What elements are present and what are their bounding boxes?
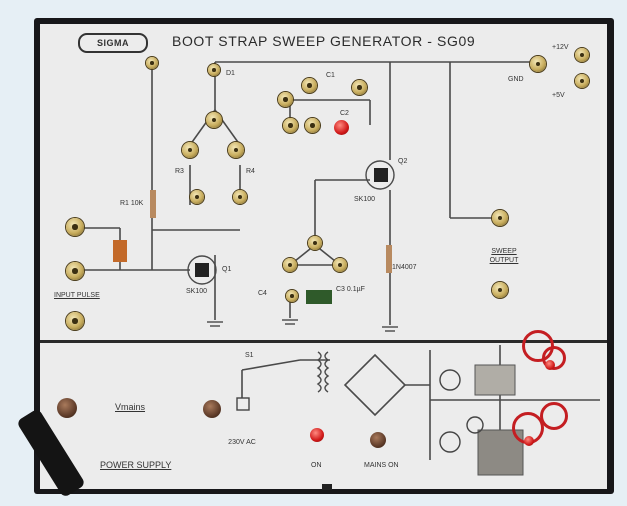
fuse-clip <box>540 402 568 430</box>
sweep-output-label: SWEEP OUTPUT <box>489 248 519 264</box>
sweep-ground-terminal[interactable] <box>492 282 508 298</box>
ac-input-label: 230V AC <box>228 439 256 446</box>
terminal-post[interactable] <box>233 190 247 204</box>
terminal-post[interactable] <box>182 142 198 158</box>
mains-on-indicator <box>370 432 386 448</box>
status-led <box>545 360 555 370</box>
terminal-post[interactable] <box>302 78 317 93</box>
terminal-post[interactable] <box>286 290 298 302</box>
ground-terminal-post[interactable] <box>66 312 84 330</box>
input-pulse-label: INPUT PULSE <box>54 292 100 299</box>
trainer-panel <box>40 24 607 489</box>
power-on-switch[interactable] <box>310 428 324 442</box>
power-section-divider <box>40 340 607 343</box>
gnd-label: GND <box>508 76 524 83</box>
terminal-post[interactable] <box>208 64 220 76</box>
mains-on-label: MAINS ON <box>364 462 399 469</box>
led-indicator <box>334 120 349 135</box>
mains-jack-left[interactable] <box>57 398 77 418</box>
supply-terminal-post[interactable] <box>530 56 546 72</box>
board-title: BOOT STRAP SWEEP GENERATOR - SG09 <box>172 33 476 49</box>
status-led <box>524 436 534 446</box>
resistor-r3-label: R3 <box>175 168 184 175</box>
terminal-post[interactable] <box>283 118 298 133</box>
supply-terminal-post[interactable] <box>575 74 589 88</box>
diode-d1-label: D1 <box>226 70 235 77</box>
terminal-post[interactable] <box>206 112 222 128</box>
q2-part-label: SK100 <box>354 196 376 203</box>
brand-logo: SIGMA <box>78 33 148 53</box>
transistor-q1-label: Q1 <box>222 266 232 273</box>
terminal-post[interactable] <box>190 190 204 204</box>
terminal-post[interactable] <box>283 258 297 272</box>
capacitor-c4-label: C4 <box>258 290 267 297</box>
input-terminal-post[interactable] <box>66 262 84 280</box>
terminal-post[interactable] <box>333 258 347 272</box>
terminal-post[interactable] <box>352 80 367 95</box>
resistor-r1-label: R1 10K <box>120 200 144 207</box>
capacitor-c3-label: C3 0.1µF <box>336 286 365 293</box>
fuse-clip <box>542 346 566 370</box>
terminal-post[interactable] <box>278 92 293 107</box>
capacitor-c2-label: C2 <box>340 110 349 117</box>
power-supply-label: POWER SUPPLY <box>100 460 172 470</box>
capacitor-c1-label: C1 <box>326 72 335 79</box>
supply-terminal-post[interactable] <box>575 48 589 62</box>
input-terminal-post[interactable] <box>66 218 84 236</box>
plus-12v-label: +12V <box>552 44 569 51</box>
terminal-post[interactable] <box>228 142 244 158</box>
transistor-q2-label: Q2 <box>398 158 408 165</box>
terminal-post[interactable] <box>305 118 320 133</box>
plus-5v-label: +5V <box>552 92 565 99</box>
mains-label: Vmains <box>115 402 146 412</box>
sweep-output-terminal[interactable] <box>492 210 508 226</box>
resistor-r4-label: R4 <box>246 168 255 175</box>
diode-part-label: 1N4007 <box>392 264 417 271</box>
terminal-post[interactable] <box>146 57 158 69</box>
q1-part-label: SK100 <box>186 288 208 295</box>
switch-s1-label: S1 <box>245 352 254 359</box>
switch-on-label: ON <box>311 462 322 469</box>
mains-jack-right[interactable] <box>203 400 221 418</box>
terminal-post[interactable] <box>308 236 322 250</box>
